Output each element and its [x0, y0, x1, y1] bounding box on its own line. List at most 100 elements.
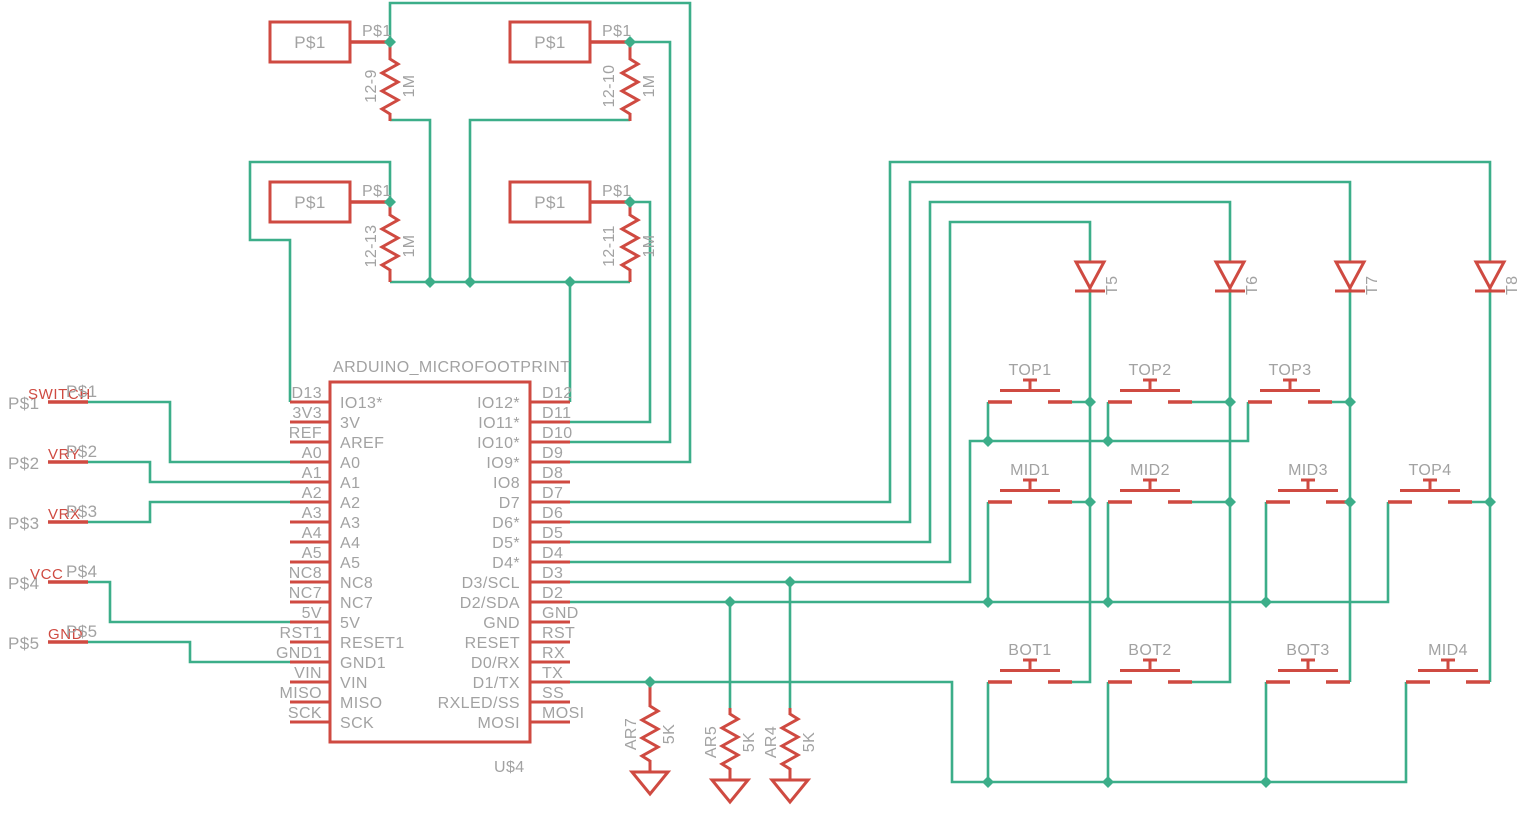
pin-label: NC7 — [340, 595, 373, 612]
button-mid4[interactable]: MID4 — [1404, 642, 1492, 684]
button-top4[interactable]: TOP4 — [1386, 462, 1474, 504]
pin-name: P$3 — [66, 502, 97, 521]
net-label: VCC — [30, 566, 63, 583]
pad-block-12-11[interactable]: P$1 P$1 12-11 1M — [508, 180, 658, 282]
pin-label: REF — [289, 425, 322, 442]
pad-label: P$5 — [8, 634, 39, 653]
gnd-symbol — [710, 778, 750, 804]
resistor-body — [640, 704, 660, 763]
pin-label: D5* — [492, 535, 520, 552]
diode-name: T5 — [1104, 276, 1121, 295]
pin-label: MISO — [340, 695, 383, 712]
button-top2[interactable]: TOP2 — [1106, 362, 1194, 404]
button-top3[interactable]: TOP3 — [1246, 362, 1334, 404]
pin-label: IO9* — [486, 455, 520, 472]
button-mid3[interactable]: MID3 — [1264, 462, 1352, 504]
pad-block-12-10[interactable]: P$1 P$1 12-10 1M — [508, 20, 658, 121]
pin-label: NC7 — [289, 585, 322, 602]
pin-label: D3 — [542, 565, 563, 582]
pin-label: D4* — [492, 555, 520, 572]
resistor-ar5[interactable]: AR5 5K — [703, 708, 758, 804]
pin-label: RXLED/SS — [438, 695, 520, 712]
button-bot2[interactable]: BOT2 — [1106, 642, 1194, 684]
ic-right-pin-stubs — [530, 400, 570, 724]
pin-label: NC8 — [289, 565, 322, 582]
pin-label: RESET — [465, 635, 520, 652]
net-label: VRX — [48, 506, 81, 523]
net-wire-vry — [88, 460, 290, 484]
connector-p5-gnd[interactable]: P$5 GND P$5 — [8, 622, 97, 653]
pad-text: P$1 — [534, 33, 565, 52]
diode-t8[interactable]: T8 — [1473, 260, 1521, 295]
gnd-symbol — [770, 778, 810, 804]
pin-label: IO12* — [477, 395, 520, 412]
button-symbol — [986, 378, 1074, 404]
connector-p3-vrx[interactable]: P$3 VRX P$3 — [8, 502, 97, 533]
net-wire-d11 — [570, 200, 652, 424]
resistor-value: 1M — [401, 234, 418, 257]
button-name: TOP2 — [1128, 362, 1171, 379]
button-mid2[interactable]: MID2 — [1106, 462, 1194, 504]
connector-p1-switch[interactable]: P$1 SWITCH P$1 — [8, 382, 97, 413]
pin-label: GND — [483, 615, 520, 632]
diode-t7[interactable]: T7 — [1333, 260, 1381, 295]
net-wire-botrow — [570, 680, 1408, 784]
diode-symbol — [1073, 260, 1107, 293]
pin-label: A2 — [302, 485, 322, 502]
resistor-value: 5K — [801, 732, 818, 752]
pin-label: A5 — [340, 555, 360, 572]
button-bot3[interactable]: BOT3 — [1264, 642, 1352, 684]
button-bot1[interactable]: BOT1 — [986, 642, 1074, 684]
ic-arduino-microfootprint[interactable]: ARDUINO_MICROFOOTPRINT U$4 D13 3V3 REF A… — [276, 359, 585, 776]
button-symbol — [1386, 478, 1474, 504]
resistor-body — [620, 57, 640, 116]
pin-label: D2 — [542, 585, 563, 602]
resistor-ar4[interactable]: AR4 5K — [763, 708, 818, 804]
pin-label: A0 — [340, 455, 360, 472]
pin-label: D6 — [542, 505, 563, 522]
pin-label: A4 — [302, 525, 322, 542]
pin-label: D7 — [542, 485, 563, 502]
pin-label: IO8 — [493, 475, 520, 492]
pin-label: D10 — [542, 425, 573, 442]
pad-block-12-13[interactable]: P$1 P$1 12-13 1M — [268, 180, 418, 282]
net-wire-res-b — [468, 118, 630, 282]
pad-block-12-9[interactable]: P$1 P$1 12-9 1M — [268, 20, 418, 121]
button-symbol — [1106, 478, 1194, 504]
diode-symbol — [1333, 260, 1367, 293]
diode-name: T8 — [1504, 276, 1521, 295]
button-mid1[interactable]: MID1 — [986, 462, 1074, 504]
pin-label: 3V — [340, 415, 360, 432]
net-wire-gnd — [88, 640, 290, 664]
pin-label: A4 — [340, 535, 360, 552]
diode-t6[interactable]: T6 — [1213, 260, 1261, 295]
button-name: MID3 — [1288, 462, 1328, 479]
pin-label: AREF — [340, 435, 384, 452]
pin-label: SCK — [340, 715, 374, 732]
pad-label: P$4 — [8, 574, 39, 593]
pin-label: D5 — [542, 525, 563, 542]
pin-label: SCK — [288, 705, 322, 722]
pin-label: A3 — [302, 505, 322, 522]
pin-label: IO10* — [477, 435, 520, 452]
pin-label: A5 — [302, 545, 322, 562]
resistor-name: 12-9 — [363, 69, 380, 103]
net-wire-d4-t5 — [570, 220, 1092, 564]
connector-p4-vcc[interactable]: P$4 VCC P$4 — [8, 562, 97, 593]
pin-label: D8 — [542, 465, 563, 482]
pin-label: D6* — [492, 515, 520, 532]
net-wire-btn-rights — [1072, 400, 1490, 504]
resistor-ar7[interactable]: AR7 5K — [623, 682, 678, 796]
net-label: SWITCH — [28, 386, 91, 403]
button-name: TOP4 — [1408, 462, 1451, 479]
pin-label: 5V — [302, 605, 322, 622]
resistor-value: 1M — [641, 74, 658, 97]
connector-p2-vry[interactable]: P$2 VRY P$2 — [8, 442, 97, 473]
net-label: VRY — [48, 446, 80, 463]
pin-label: IO13* — [340, 395, 383, 412]
button-top1[interactable]: TOP1 — [986, 362, 1074, 404]
resistor-name: 12-13 — [363, 225, 380, 268]
pin-name: P$2 — [66, 442, 97, 461]
diode-t5[interactable]: T5 — [1073, 260, 1121, 295]
